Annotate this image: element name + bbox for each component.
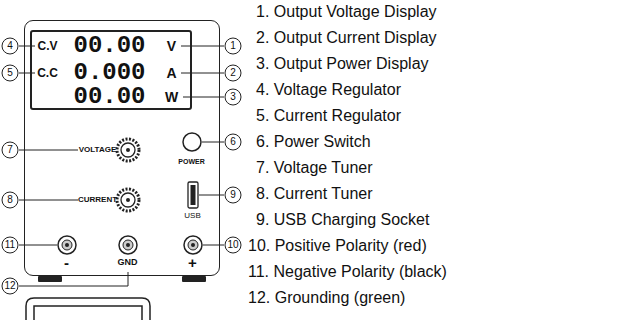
callout-circle — [225, 187, 241, 203]
usb-socket — [188, 182, 198, 208]
legend-item: 11. Negative Polarity (black) — [248, 264, 447, 280]
terminal-hole — [126, 243, 130, 247]
callout-number: 10 — [227, 240, 238, 250]
current-knob — [117, 189, 139, 211]
knob-center — [126, 198, 130, 202]
knob-rim — [117, 189, 139, 211]
leader-line — [19, 200, 78, 201]
callout-circle — [2, 142, 18, 158]
leader-lines — [19, 46, 224, 286]
callout-circles — [2, 38, 241, 294]
leader-line — [199, 195, 224, 196]
leader-line — [19, 73, 35, 74]
display-reading: 0.000 — [73, 61, 145, 85]
voltage-knob — [117, 139, 139, 161]
foot — [182, 276, 206, 282]
legend-item: 9. USB Charging Socket — [256, 212, 429, 228]
callout-circle — [2, 38, 18, 54]
button-label: POWER — [178, 157, 204, 164]
legend-item: 5. Current Regulator — [256, 108, 401, 124]
leader-line — [19, 46, 35, 47]
callout-number: 12 — [4, 281, 15, 291]
feet — [38, 276, 206, 282]
callout-circle — [2, 237, 18, 253]
lower-unit — [26, 298, 150, 320]
leader-line — [19, 272, 128, 286]
callout-number: 2 — [230, 68, 236, 78]
leader-line — [19, 150, 78, 151]
legend-item: 10. Positive Polarity (red) — [248, 238, 427, 254]
callout-number: 5 — [7, 68, 13, 78]
unit-label: A — [166, 66, 176, 80]
unit-label: W — [165, 90, 178, 104]
knob-center — [126, 148, 130, 152]
mode-indicator: C.C — [37, 67, 58, 79]
callout-circle — [2, 278, 18, 294]
callout-circle — [2, 65, 18, 81]
legend-item: 1. Output Voltage Display — [256, 4, 437, 20]
terminal-nut — [62, 240, 72, 250]
foot — [38, 276, 62, 282]
unit-label: V — [167, 39, 176, 53]
leader-line — [202, 142, 224, 143]
leader-line — [203, 245, 224, 246]
legend-item: 4. Voltage Regulator — [256, 82, 401, 98]
terminal-nut — [123, 240, 133, 250]
mode-indicator: C.V — [37, 40, 57, 52]
knob-cap — [121, 143, 135, 157]
lower-screen — [34, 306, 142, 320]
callout-circle — [225, 38, 241, 54]
callout-number: 3 — [230, 92, 236, 102]
usb-port — [191, 185, 196, 205]
knob-label: VOLTAGE — [79, 146, 116, 154]
ground-terminal — [119, 236, 137, 254]
legend-item: 12. Grounding (green) — [248, 290, 405, 306]
callout-number: 1 — [230, 41, 236, 51]
callout-number: 7 — [7, 145, 13, 155]
display-reading: 00.00 — [73, 85, 145, 109]
power-button — [183, 133, 201, 151]
knob-rim — [117, 139, 139, 161]
terminal-hole — [191, 243, 195, 247]
callout-number: 4 — [7, 41, 13, 51]
terminal-nut — [188, 240, 198, 250]
legend-item: 8. Current Tuner — [256, 186, 373, 202]
legend-item: 7. Voltage Tuner — [256, 160, 373, 176]
terminal-label: - — [64, 254, 69, 269]
leader-line — [181, 46, 224, 47]
legend-item: 2. Output Current Display — [256, 30, 437, 46]
display-screen: C.V00.00VC.C0.000A00.00W — [30, 30, 192, 110]
leader-line — [183, 97, 224, 98]
positive-terminal — [184, 236, 202, 254]
callout-circle — [225, 237, 241, 253]
usb-frame — [188, 182, 198, 208]
legend-item: 6. Power Switch — [256, 134, 371, 150]
callout-number: 11 — [5, 240, 15, 250]
callout-number: 6 — [230, 137, 236, 147]
callout-number: 9 — [230, 190, 236, 200]
terminal-label: GND — [118, 257, 138, 266]
device-panel: C.V00.00VC.C0.000A00.00WVOLTAGEPOWERCURR… — [24, 20, 220, 276]
socket-label: USB — [184, 212, 200, 220]
negative-terminal — [58, 236, 76, 254]
leader-line — [181, 73, 224, 74]
lower-housing — [26, 298, 150, 320]
display-reading: 00.00 — [73, 34, 145, 58]
callout-circle — [225, 65, 241, 81]
callout-circle — [225, 134, 241, 150]
knob-label: CURRENT — [78, 196, 117, 204]
legend-item: 3. Output Power Display — [256, 56, 429, 72]
knob-cap — [121, 193, 135, 207]
callout-circle — [225, 89, 241, 105]
callout-number: 8 — [7, 195, 13, 205]
terminal-hole — [65, 243, 69, 247]
terminal-label: + — [188, 254, 197, 269]
callout-circle — [2, 192, 18, 208]
terminals — [58, 236, 202, 254]
